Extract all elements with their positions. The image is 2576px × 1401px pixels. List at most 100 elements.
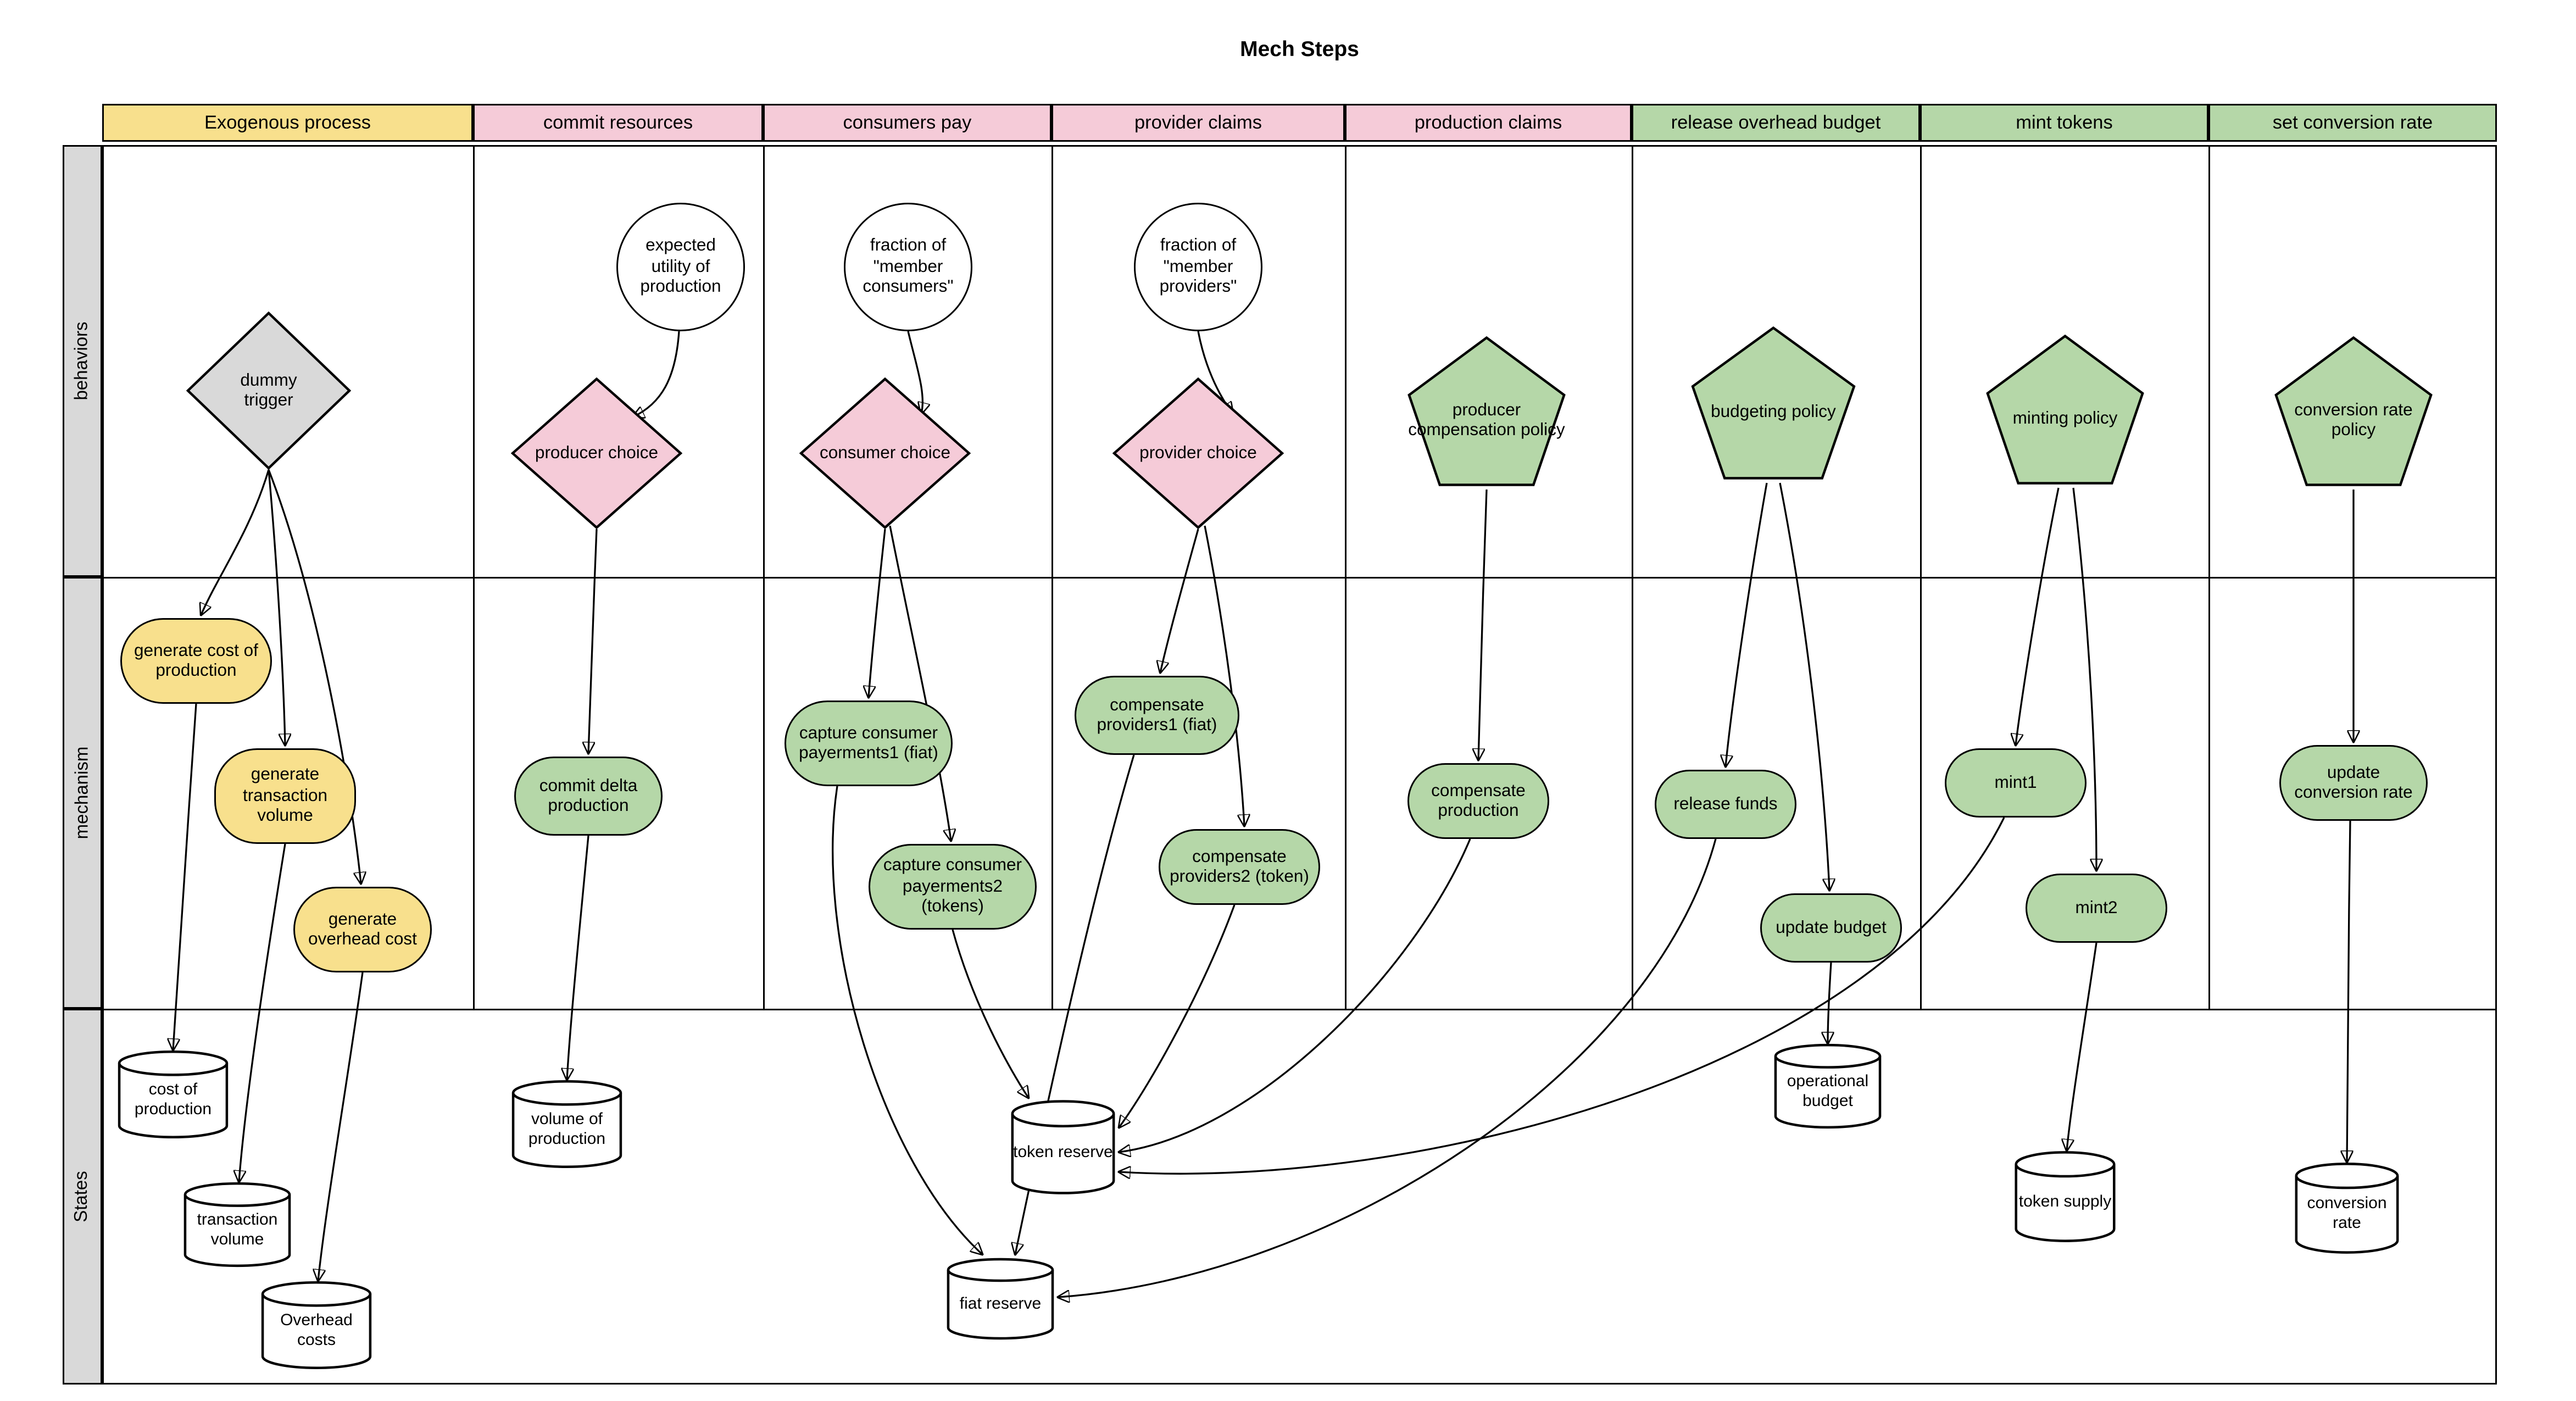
node-compensate-production: compensate production [1407,763,1549,839]
column-divider [763,145,765,1009]
node-label: capture consumer payerments1 (fiat) [799,722,938,763]
node-label: cost of production [134,1081,212,1119]
column-header-label: commit resources [543,113,693,133]
pentagon-shape [1406,335,1567,490]
node-fiat-reserve: fiat reserve [946,1258,1055,1340]
node-label: minting policy [2012,408,2118,429]
page-title: Mech Steps [1240,36,1359,61]
node-label: dummy trigger [240,370,297,410]
node-label: compensate providers1 (fiat) [1097,694,1217,735]
node-label: operational budget [1787,1072,1869,1110]
node-provider-choice: provider choice [1112,377,1284,529]
node-label: commit delta production [539,775,638,816]
node-label: Overhead costs [280,1311,353,1349]
node-transaction-volume: transaction volume [183,1182,292,1267]
node-label: capture consumer payerments2 (tokens) [883,856,1022,917]
node-budgeting-policy: budgeting policy [1689,325,1857,483]
swimlane-frame [102,145,2497,1385]
cylinder-shape [2294,1162,2400,1254]
node-label: volume of production [528,1110,606,1148]
pentagon-shape [1689,325,1857,483]
column-header-label: set conversion rate [2272,113,2433,133]
node-minting-policy: minting policy [1984,333,2146,488]
node-operational-budget: operational budget [1773,1043,1882,1129]
node-compensate-providers1: compensate providers1 (fiat) [1075,676,1239,755]
node-label: transaction volume [197,1211,278,1249]
column-header-exogenous-process: Exogenous process [102,104,473,142]
column-header-consumers-pay: consumers pay [763,104,1051,142]
diamond-shape [511,377,682,529]
column-divider [1051,145,1053,1009]
node-label: producer choice [535,443,659,463]
node-compensate-providers2: compensate providers2 (token) [1159,829,1320,905]
node-label: fraction of "member consumers" [863,236,954,297]
pentagon-shape [1984,333,2146,488]
pentagon-shape [2273,335,2434,490]
node-label: compensate production [1431,780,1526,821]
column-header-label: Exogenous process [204,113,371,133]
node-label: budgeting policy [1711,402,1836,422]
node-label: compensate providers2 (token) [1170,846,1309,887]
row-divider-mechanism-states [102,1009,2497,1010]
node-expected-utility: expected utility of production [616,203,745,331]
node-conversion-rate: conversion rate [2294,1162,2400,1254]
node-label: consumer choice [819,443,951,463]
node-token-reserve: token reserve [1010,1099,1116,1195]
node-label: generate transaction volume [242,765,328,826]
row-label-text: behaviors [73,321,93,401]
node-release-funds: release funds [1655,770,1796,839]
node-label: conversion rate [2307,1194,2387,1232]
column-divider [1345,145,1347,1009]
node-generate-transaction-volume: generate transaction volume [214,748,356,844]
column-header-label: consumers pay [843,113,972,133]
node-label: fraction of "member providers" [1159,236,1237,297]
diamond-shape [186,312,351,470]
cylinder-shape [511,1080,623,1169]
node-label: update conversion rate [2294,762,2413,803]
column-header-label: mint tokens [2016,113,2113,133]
cylinder-shape [1010,1099,1116,1195]
node-label: provider choice [1139,443,1257,463]
node-consumer-choice: consumer choice [799,377,971,529]
node-label: conversion rate policy [2294,399,2413,440]
node-mint1: mint1 [1945,748,2087,818]
row-label-text: States [73,1171,92,1222]
cylinder-shape [1773,1043,1882,1129]
node-label: mint2 [2075,898,2118,918]
node-update-budget: update budget [1760,893,1902,963]
node-label: fiat reserve [959,1294,1042,1313]
node-generate-cost-of-production: generate cost of production [120,618,272,704]
column-header-set-conversion-rate: set conversion rate [2208,104,2497,142]
node-label: token reserve [1013,1143,1113,1161]
node-label: mint1 [1994,772,2037,793]
node-cost-of-production: cost of production [117,1050,229,1139]
node-dummy-trigger: dummy trigger [186,312,351,470]
node-label: release funds [1673,794,1778,814]
column-header-mint-tokens: mint tokens [1920,104,2208,142]
column-header-commit-resources: commit resources [473,104,763,142]
node-overhead-costs: Overhead costs [260,1281,372,1370]
node-mint2: mint2 [2026,874,2167,943]
node-label: generate overhead cost [308,909,417,949]
node-capture-consumer-payerments1: capture consumer payerments1 (fiat) [785,700,953,786]
node-fraction-member-providers: fraction of "member providers" [1134,203,1262,331]
cylinder-shape [2014,1150,2116,1243]
column-header-provider-claims: provider claims [1051,104,1345,142]
column-header-label: production claims [1414,113,1562,133]
node-update-conversion-rate: update conversion rate [2279,745,2428,821]
column-divider [2208,145,2210,1009]
diamond-shape [799,377,971,529]
column-header-production-claims: production claims [1345,104,1632,142]
cylinder-shape [117,1050,229,1139]
row-label-text: mechanism [73,746,92,840]
node-fraction-member-consumers: fraction of "member consumers" [844,203,972,331]
node-token-supply: token supply [2014,1150,2116,1243]
node-producer-choice: producer choice [511,377,682,529]
column-header-release-overhead-budget: release overhead budget [1632,104,1920,142]
node-label: producer compensation policy [1408,399,1565,440]
row-label-behaviors: behaviors [63,145,102,577]
node-label: update budget [1776,918,1887,938]
column-divider [1920,145,1922,1009]
column-divider [1632,145,1633,1009]
